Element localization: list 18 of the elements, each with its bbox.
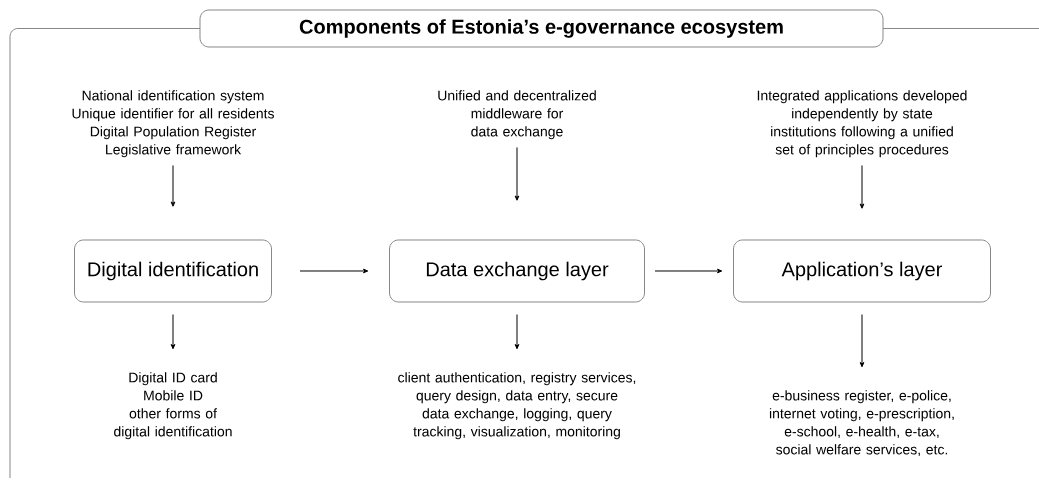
arrow xyxy=(170,164,176,207)
layer-box: Application’s layer xyxy=(733,239,991,303)
arrow xyxy=(514,146,520,201)
arrow xyxy=(654,268,723,274)
arrow xyxy=(299,268,369,274)
layer-box: Data exchange layer xyxy=(389,239,645,303)
arrow xyxy=(170,314,176,350)
title-box: Components of Estonia’s e-governance ecosystem xyxy=(199,9,884,48)
layer-box: Digital identification xyxy=(74,239,272,303)
description-text: National identification system Unique identifier for all residents Digital Population Register Legislative framework xyxy=(72,90,274,158)
arrow xyxy=(859,164,865,209)
arrow xyxy=(514,314,520,350)
description-text: Unified and decentralized middleware for data exchange xyxy=(438,90,596,140)
description-text: Digital ID card Mobile ID other forms of digital identification xyxy=(114,372,232,440)
arrow xyxy=(859,314,865,368)
description-text: Integrated applications developed independently by state institutions following a unified set of principles procedures xyxy=(757,90,967,158)
description-text: client authentication, registry services, query design, data entry, secure data exchange, logging, query tracking, visualization, monitoring xyxy=(398,372,636,440)
description-text: e-business register, e-police, internet voting, e-prescription, e-school, e-health, e-tax, social welfare services, etc. xyxy=(769,390,954,457)
